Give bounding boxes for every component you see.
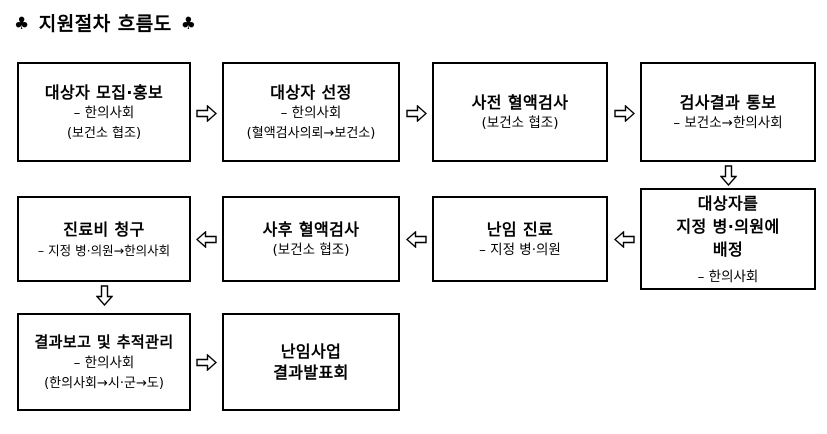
node-title-line3: 배정 <box>712 239 744 259</box>
node-title: 진료비 청구 <box>63 219 145 239</box>
club-symbol-left: ♣ <box>14 14 30 34</box>
flow-node-claim-fee[interactable]: 진료비 청구 – 지정 병·의원→한의사회 <box>17 196 191 282</box>
node-title: 대상자 선정 <box>270 82 352 102</box>
node-subtitle: – 보건소→한의사회 <box>673 114 783 131</box>
flow-node-pre-blood-test[interactable]: 사전 혈액검사 (보건소 협조) <box>432 62 608 162</box>
node-title: 난임 진료 <box>486 219 554 239</box>
flow-node-assign-clinic[interactable]: 대상자를 지정 병·의원에 배정 – 한의사회 <box>640 188 816 290</box>
node-subtitle: (보건소 협조) <box>481 114 559 131</box>
node-title-line2: 결과발표회 <box>273 363 349 382</box>
connector-arrow-right-2 <box>400 102 432 124</box>
connector-arrow-down-2 <box>88 283 120 308</box>
connector-arrow-left-2 <box>400 228 432 250</box>
node-title-line2: 지정 병·의원에 <box>676 216 780 236</box>
club-symbol-right: ♣ <box>180 14 197 34</box>
node-note: (한의사회→시·군→도) <box>44 375 164 391</box>
node-title: 사후 혈액검사 <box>262 219 360 239</box>
flow-node-presentation[interactable]: 난임사업 결과발표회 <box>222 313 400 411</box>
flow-node-report-followup[interactable]: 결과보고 및 추적관리 – 한의사회 (한의사회→시·군→도) <box>17 313 191 411</box>
connector-arrow-down-1 <box>712 163 744 188</box>
flow-node-infertility-treatment[interactable]: 난임 진료 – 지정 병·의원 <box>432 196 608 282</box>
node-subtitle: (보건소 협조) <box>272 241 350 258</box>
node-title: 대상자를 <box>697 193 759 213</box>
node-note: (보건소 협조) <box>66 125 142 141</box>
node-subtitle: – 한의사회 <box>280 104 342 121</box>
page-title: ♣ 지원절차 흐름도 ♣ <box>14 10 196 38</box>
node-subtitle: – 한의사회 <box>73 104 135 121</box>
node-subtitle: – 지정 병·의원→한의사회 <box>37 242 171 258</box>
flow-node-recruit[interactable]: 대상자 모집·홍보 – 한의사회 (보건소 협조) <box>17 62 191 162</box>
node-title: 결과보고 및 추적관리 <box>34 332 174 351</box>
node-note: (혈액검사의뢰→보건소) <box>246 125 376 141</box>
connector-arrow-right-3 <box>608 102 640 124</box>
node-subtitle: – 한의사회 <box>73 354 135 371</box>
node-subtitle: – 지정 병·의원 <box>479 241 561 258</box>
node-title: 대상자 모집·홍보 <box>44 82 164 102</box>
flow-node-result-notice[interactable]: 검사결과 통보 – 보건소→한의사회 <box>640 62 816 162</box>
connector-arrow-right-1 <box>191 102 222 124</box>
node-title: 난임사업 <box>280 342 342 361</box>
node-title: 검사결과 통보 <box>679 92 777 112</box>
node-title: 사전 혈액검사 <box>471 92 569 112</box>
flow-node-post-blood-test[interactable]: 사후 혈액검사 (보건소 협조) <box>222 196 400 282</box>
page-title-text: 지원절차 흐름도 <box>38 13 172 35</box>
flow-node-select[interactable]: 대상자 선정 – 한의사회 (혈액검사의뢰→보건소) <box>222 62 400 162</box>
connector-arrow-left-1 <box>608 228 640 250</box>
node-subtitle: – 한의사회 <box>697 268 759 285</box>
connector-arrow-left-3 <box>191 228 222 250</box>
connector-arrow-right-4 <box>191 351 222 373</box>
